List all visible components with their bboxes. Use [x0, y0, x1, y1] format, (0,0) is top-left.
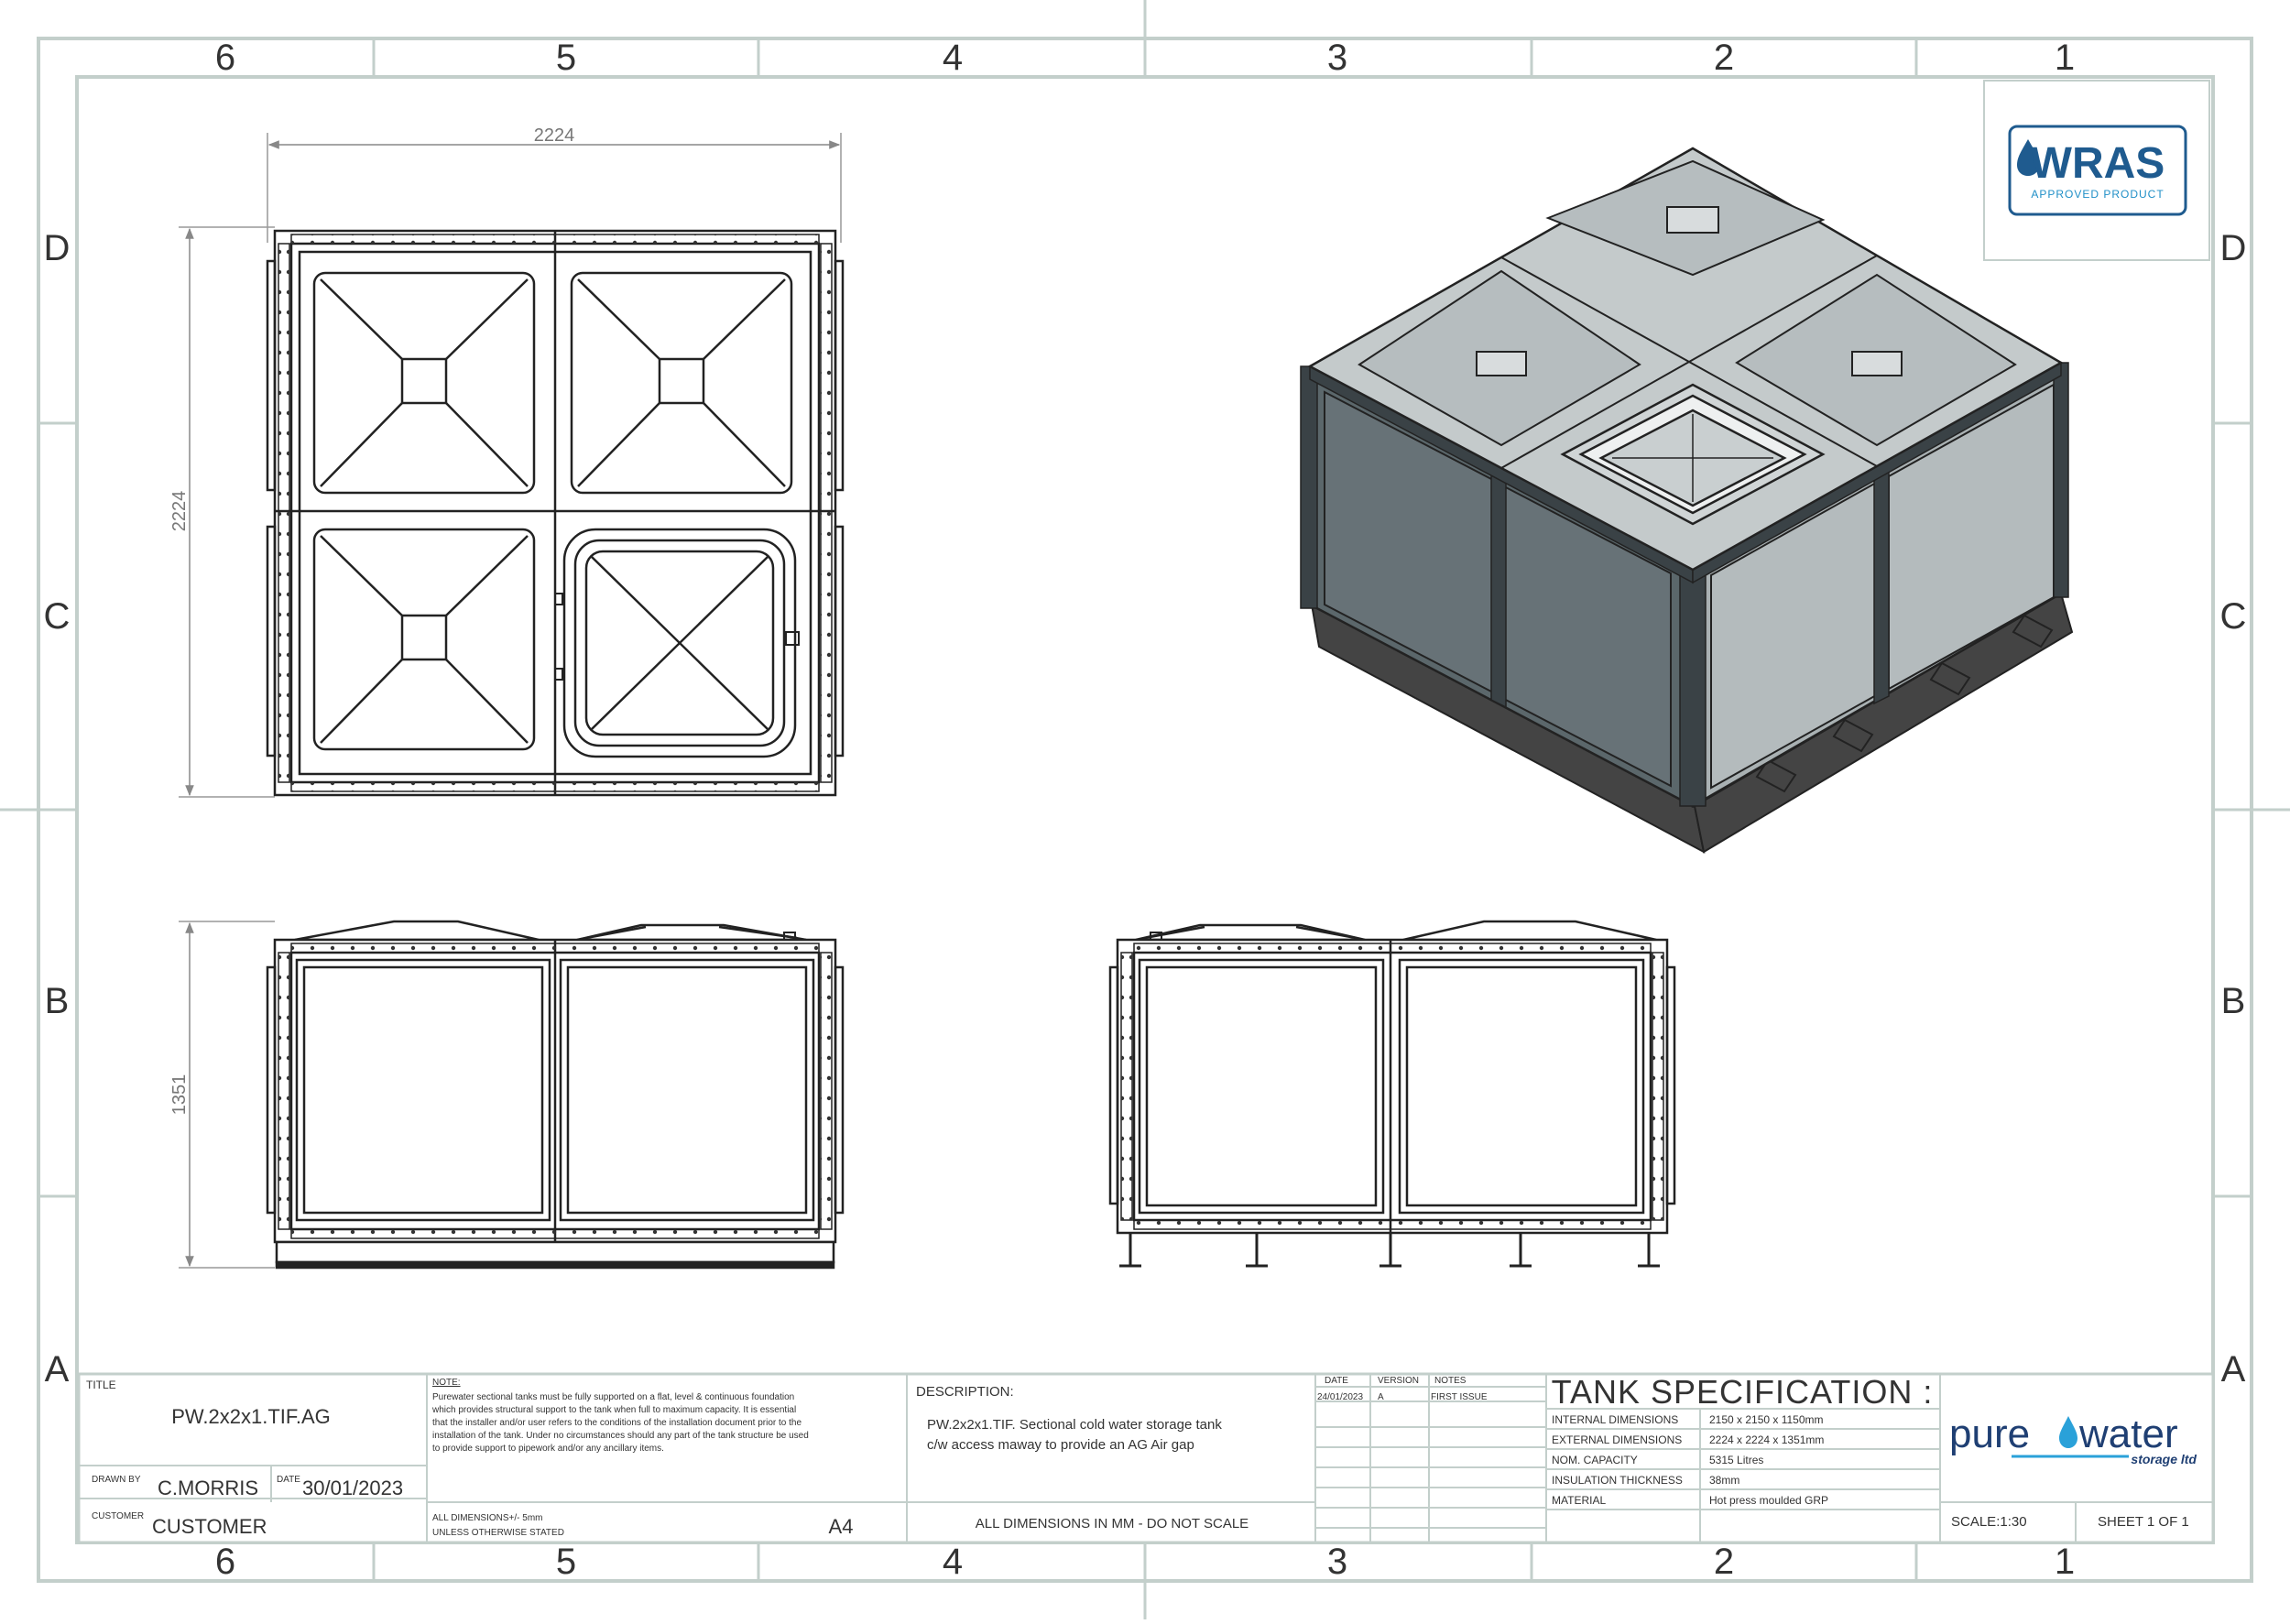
plan-depth-label: 2224	[169, 491, 190, 532]
do-not-scale-note: ALL DIMENSIONS IN MM - DO NOT SCALE	[976, 1516, 1249, 1531]
plan-view: 2224 2224	[169, 125, 845, 798]
note-line-1: Purewater sectional tanks must be fully …	[432, 1392, 794, 1402]
description-line-2: c/w access maway to provide an AG Air ga…	[927, 1437, 1194, 1453]
zone-row-a-right: A	[2221, 1349, 2246, 1390]
spec-label-capacity: NOM. CAPACITY	[1552, 1454, 1638, 1466]
zone-col-5-top: 5	[556, 38, 576, 78]
zone-col-6-top: 6	[215, 38, 235, 78]
zone-row-d-left: D	[44, 228, 71, 268]
dimension-width: 2224	[267, 125, 842, 243]
tolerance-line-2: UNLESS OTHERWISE STATED	[432, 1528, 564, 1538]
side-elevation	[1108, 920, 1676, 1268]
revision-header-date: DATE	[1325, 1376, 1348, 1386]
revision-header-version: VERSION	[1378, 1376, 1419, 1386]
date-value: 30/01/2023	[302, 1477, 403, 1499]
note-line-2: which provides structural support to the…	[431, 1405, 796, 1415]
zone-row-b-right: B	[2221, 981, 2246, 1021]
spec-value-external: 2224 x 2224 x 1351mm	[1709, 1433, 1824, 1446]
purewater-logo: pure water storage ltd	[1949, 1411, 2197, 1466]
plan-width-label: 2224	[534, 125, 575, 146]
brand-word-water: water	[2078, 1411, 2178, 1456]
tolerance-line-1: ALL DIMENSIONS+/- 5mm	[432, 1513, 543, 1523]
zone-col-5-bottom: 5	[556, 1542, 576, 1582]
zone-col-2-top: 2	[1714, 38, 1734, 78]
wras-tagline: APPROVED PRODUCT	[2031, 188, 2164, 201]
zone-row-b-left: B	[45, 981, 70, 1021]
spec-value-internal: 2150 x 2150 x 1150mm	[1709, 1413, 1824, 1426]
note-line-5: to provide support to pipework and/or an…	[432, 1444, 664, 1454]
wras-badge: WRAS APPROVED PRODUCT	[1983, 80, 2210, 261]
roof-panel-top-right	[570, 271, 793, 495]
sheet-number: SHEET 1 OF 1	[2098, 1514, 2189, 1530]
height-label: 1351	[169, 1074, 190, 1116]
zone-col-1-bottom: 1	[2055, 1542, 2075, 1582]
spec-value-material: Hot press moulded GRP	[1709, 1494, 1828, 1507]
iso-access-hatch	[1560, 383, 1826, 526]
dimension-depth: 2224	[169, 226, 275, 798]
date-label: DATE	[277, 1475, 300, 1485]
revision-header-notes: NOTES	[1434, 1376, 1467, 1386]
description-label: DESCRIPTION:	[916, 1384, 1014, 1400]
zone-col-4-bottom: 4	[943, 1542, 963, 1582]
roof-panel-top-left	[312, 271, 536, 495]
note-line-4: installation of the tank. Under no circu…	[432, 1431, 809, 1441]
brand-sub: storage ltd	[2131, 1452, 2197, 1466]
zone-col-4-top: 4	[943, 38, 963, 78]
zone-col-3-bottom: 3	[1327, 1542, 1347, 1582]
zone-row-c-right: C	[2220, 596, 2247, 637]
support-legs	[1119, 1233, 1660, 1268]
spec-value-insulation: 38mm	[1709, 1474, 1739, 1487]
spec-label-insulation: INSULATION THICKNESS	[1552, 1474, 1683, 1487]
isometric-view	[1300, 147, 2074, 854]
spec-label-internal: INTERNAL DIMENSIONS	[1552, 1413, 1678, 1426]
access-hatch	[554, 528, 800, 758]
sheet-size: A4	[829, 1515, 854, 1538]
brand-word-pure: pure	[1949, 1411, 2030, 1456]
spec-label-external: EXTERNAL DIMENSIONS	[1552, 1433, 1682, 1446]
description-line-1: PW.2x2x1.TIF. Sectional cold water stora…	[927, 1417, 1222, 1433]
zone-col-1-top: 1	[2055, 38, 2075, 78]
note-label: NOTE:	[432, 1378, 461, 1388]
wras-brand: WRAS	[2031, 139, 2165, 188]
water-drop-icon	[2017, 139, 2039, 176]
zone-col-2-bottom: 2	[1714, 1542, 1734, 1582]
customer-label: CUSTOMER	[92, 1511, 144, 1521]
drawn-by-value: C.MORRIS	[158, 1477, 258, 1499]
zone-row-d-right: D	[2220, 228, 2247, 268]
zone-row-c-left: C	[44, 596, 71, 637]
iso-roof-panels	[1358, 159, 2017, 447]
zone-row-a-left: A	[45, 1349, 70, 1390]
scale-value: SCALE:1:30	[1951, 1514, 2027, 1530]
revision-notes: FIRST ISSUE	[1431, 1392, 1488, 1402]
spec-value-capacity: 5315 Litres	[1709, 1454, 1763, 1466]
drawing-title: PW.2x2x1.TIF.AG	[171, 1405, 331, 1428]
title-block: TITLE PW.2x2x1.TIF.AG DRAWN BY C.MORRIS …	[77, 1372, 2215, 1544]
zone-col-6-bottom: 6	[215, 1542, 235, 1582]
water-drop-logo-icon	[2059, 1416, 2077, 1448]
customer-value: CUSTOMER	[152, 1515, 267, 1538]
drawn-by-label: DRAWN BY	[92, 1475, 141, 1485]
spec-title: TANK SPECIFICATION :	[1552, 1373, 1934, 1411]
revision-date: 24/01/2023	[1317, 1392, 1363, 1402]
roof-panel-bottom-left	[312, 528, 536, 751]
front-elevation: 1351	[169, 920, 845, 1270]
title-label: TITLE	[86, 1379, 116, 1391]
revision-version: A	[1378, 1392, 1384, 1402]
zone-col-3-top: 3	[1327, 38, 1347, 78]
spec-label-material: MATERIAL	[1552, 1494, 1606, 1507]
note-line-3: that the installer and/or user refers to…	[432, 1418, 802, 1428]
dimension-height: 1351	[169, 921, 275, 1269]
